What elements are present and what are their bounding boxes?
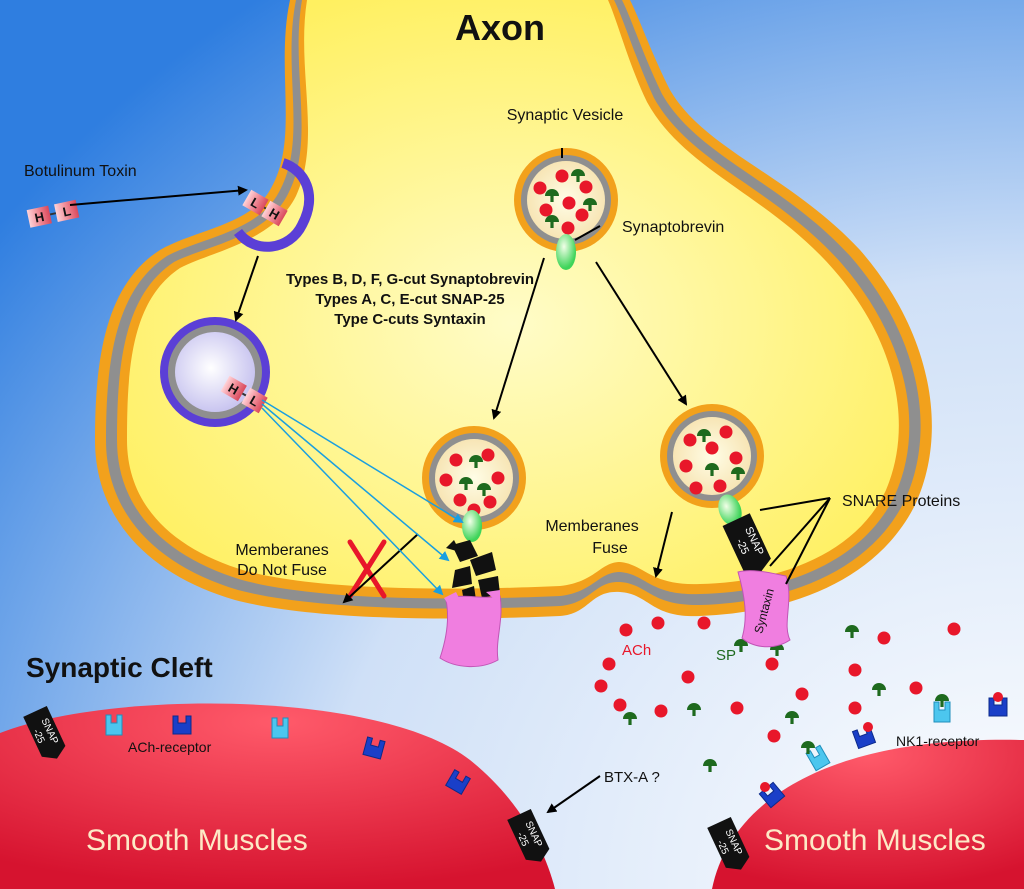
syntaxin-blocked: [439, 590, 502, 667]
smooth-muscle-right: [712, 739, 1024, 889]
vesicle-fusing: [660, 404, 764, 526]
sp-label: SP: [716, 647, 736, 664]
vesicle-blocked: [422, 426, 526, 542]
axon-title: Axon: [455, 7, 545, 48]
btx-a-label: BTX-A ?: [604, 769, 660, 786]
endocytosis-pocket: [233, 158, 315, 252]
svg-text:L: L: [61, 203, 72, 219]
synaptic-cleft-label: Synaptic Cleft: [26, 652, 213, 683]
syntaxin-fusing: Syntaxin: [737, 570, 791, 648]
synaptobrevin-label: Synaptobrevin: [622, 219, 724, 236]
synaptobrevin-shape: [556, 234, 576, 270]
arrows: [69, 148, 831, 814]
membranes-fuse-line-1: Memberanes: [545, 518, 638, 535]
membranes-no-fuse-line-1: Memberanes: [235, 542, 328, 559]
membranes-no-fuse-line-2: Do Not Fuse: [237, 562, 327, 579]
nk1-receptors: [758, 692, 1008, 809]
membranes-fuse-line-2: Fuse: [592, 540, 628, 557]
internalized-toxin: L H: [242, 189, 288, 227]
botulinum-toxin-label: Botulinum Toxin: [24, 163, 137, 180]
snap25-marker-middle: SNAP -25: [507, 808, 550, 862]
cleavage-arrows: [261, 399, 464, 596]
toxin-types-line-2: Types A, C, E-cut SNAP-25: [315, 291, 504, 308]
endosome: [160, 317, 270, 427]
toxin-types-line-1: Types B, D, F, G-cut Synaptobrevin: [286, 271, 534, 288]
toxin-types-line-3: Type C-cuts Syntaxin: [334, 311, 485, 328]
ach-label: ACh: [622, 642, 651, 659]
vesicle-top: [514, 148, 618, 270]
synaptic-vesicle-label: Synaptic Vesicle: [507, 107, 624, 124]
smooth-muscles-left-label: Smooth Muscles: [86, 824, 308, 857]
smooth-muscles-right-label: Smooth Muscles: [764, 824, 986, 857]
endosome-toxin: H L: [220, 375, 268, 414]
nk1-receptor-label: NK1-receptor: [896, 733, 980, 749]
smooth-muscle-left: [0, 703, 555, 889]
cleaved-snap25-fragments: [446, 540, 500, 602]
svg-text:H: H: [33, 209, 45, 226]
no-fusion-x-icon: [347, 539, 387, 599]
snare-proteins-label: SNARE Proteins: [842, 493, 960, 510]
ach-receptor-label: ACh-receptor: [128, 739, 212, 755]
